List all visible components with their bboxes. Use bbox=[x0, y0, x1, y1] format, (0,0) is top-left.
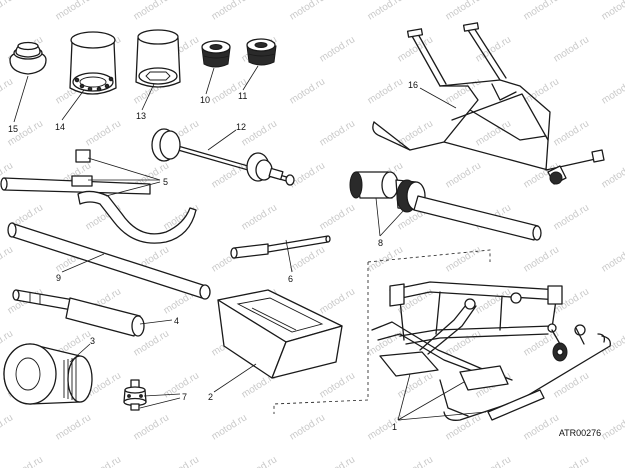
watermark-text: motod.ru bbox=[552, 34, 591, 64]
watermark-text: motod.ru bbox=[132, 0, 171, 23]
watermark-text: motod.ru bbox=[240, 454, 279, 468]
watermark-text: motod.ru bbox=[318, 118, 357, 148]
tool-1-lift bbox=[273, 249, 611, 421]
watermark-text: motod.ru bbox=[318, 286, 357, 316]
callout-9: 9 bbox=[56, 273, 61, 283]
watermark-text: motod.ru bbox=[552, 370, 591, 400]
watermark-text: motod.ru bbox=[6, 454, 45, 468]
watermark-text: motod.ru bbox=[552, 454, 591, 468]
watermark-text: motod.ru bbox=[444, 412, 483, 442]
watermark-text: motod.ru bbox=[318, 34, 357, 64]
watermark-text: motod.ru bbox=[318, 454, 357, 468]
watermark-text: motod.ru bbox=[474, 34, 513, 64]
watermark-text: motod.ru bbox=[600, 0, 625, 23]
callout-labels: 15 14 13 10 11 12 5 9 6 4 3 7 2 8 16 1 bbox=[8, 80, 418, 432]
watermark-text: motod.ru bbox=[600, 76, 625, 106]
tool-11-bush bbox=[246, 38, 277, 66]
watermark-text: motod.ru bbox=[600, 412, 625, 442]
drawing-code: ATR00276 bbox=[559, 428, 601, 438]
leader-lines bbox=[13, 65, 487, 421]
tool-3-puller bbox=[3, 343, 93, 405]
watermark-text: motod.ru bbox=[54, 0, 93, 23]
watermark-text: motod.ru bbox=[600, 160, 625, 190]
tool-15-cap bbox=[9, 41, 47, 75]
callout-16: 16 bbox=[408, 80, 418, 90]
watermark-text: motod.ru bbox=[288, 244, 327, 274]
watermark-text: motod.ru bbox=[444, 244, 483, 274]
watermark-text: motod.ru bbox=[552, 202, 591, 232]
watermark-text: motod.ru bbox=[444, 0, 483, 23]
callout-11: 11 bbox=[238, 91, 247, 101]
watermark-text: motod.ru bbox=[522, 0, 561, 23]
watermark-text: motod.ru bbox=[132, 412, 171, 442]
watermark-text: motod.ru bbox=[288, 76, 327, 106]
callout-10: 10 bbox=[200, 95, 210, 105]
watermark-text: motod.ru bbox=[288, 160, 327, 190]
callout-14: 14 bbox=[55, 122, 65, 132]
tool-4-punch bbox=[12, 289, 145, 337]
callout-13: 13 bbox=[136, 111, 146, 121]
watermark-text: motod.ru bbox=[474, 454, 513, 468]
tool-16-stand bbox=[372, 22, 605, 185]
tool-5-wrench bbox=[0, 149, 197, 244]
callout-2: 2 bbox=[208, 392, 213, 402]
tool-6-drift bbox=[230, 235, 331, 259]
watermark-text: motod.ru bbox=[288, 412, 327, 442]
watermark-text: motod.ru bbox=[210, 412, 249, 442]
watermark-text: motod.ru bbox=[600, 244, 625, 274]
callout-3: 3 bbox=[90, 336, 95, 346]
watermark-text: motod.ru bbox=[0, 412, 15, 442]
watermark-text: motod.ru bbox=[522, 76, 561, 106]
tool-2-tray bbox=[217, 289, 343, 379]
watermark-text: motod.ru bbox=[474, 286, 513, 316]
watermark-text: motod.ru bbox=[444, 160, 483, 190]
callout-5: 5 bbox=[163, 177, 168, 187]
watermark-text: motod.ru bbox=[288, 0, 327, 23]
watermark-text: motod.ru bbox=[0, 244, 15, 274]
watermark-text: motod.ru bbox=[54, 412, 93, 442]
tool-13-socket bbox=[135, 29, 181, 88]
callout-1: 1 bbox=[392, 422, 397, 432]
watermark-text: motod.ru bbox=[84, 118, 123, 148]
callout-12: 12 bbox=[236, 122, 246, 132]
callout-8: 8 bbox=[378, 238, 383, 248]
tool-8-bushings bbox=[349, 171, 542, 241]
watermark-text: motod.ru bbox=[162, 454, 201, 468]
watermark-text: motod.ru bbox=[444, 328, 483, 358]
watermark-text: motod.ru bbox=[396, 454, 435, 468]
watermark-text: motod.ru bbox=[240, 202, 279, 232]
watermark-text: motod.ru bbox=[552, 118, 591, 148]
tool-9-bar bbox=[7, 222, 211, 300]
tool-12-shaft bbox=[151, 128, 295, 186]
watermark-text: motod.ru bbox=[474, 118, 513, 148]
callout-15: 15 bbox=[8, 124, 18, 134]
callout-4: 4 bbox=[174, 316, 179, 326]
callout-6: 6 bbox=[288, 274, 293, 284]
watermark-text: motod.ru bbox=[0, 76, 15, 106]
watermark-text: motod.ru bbox=[0, 0, 15, 23]
watermark-text: motod.ru bbox=[396, 34, 435, 64]
watermark-text: motod.ru bbox=[522, 412, 561, 442]
watermark-text: motod.ru bbox=[84, 454, 123, 468]
watermark-text: motod.ru bbox=[366, 244, 405, 274]
watermark-text: motod.ru bbox=[318, 370, 357, 400]
watermark-text: motod.ru bbox=[600, 328, 625, 358]
watermark-text: motod.ru bbox=[318, 202, 357, 232]
watermark-text: motod.ru bbox=[210, 0, 249, 23]
watermark-text: motod.ru bbox=[522, 244, 561, 274]
watermark-text: motod.ru bbox=[366, 0, 405, 23]
tool-7-bleeder bbox=[123, 379, 147, 411]
callout-7: 7 bbox=[182, 392, 187, 402]
tool-14-bell bbox=[69, 31, 117, 95]
watermark-text: motod.ru bbox=[366, 76, 405, 106]
tool-10-bush bbox=[201, 40, 231, 68]
